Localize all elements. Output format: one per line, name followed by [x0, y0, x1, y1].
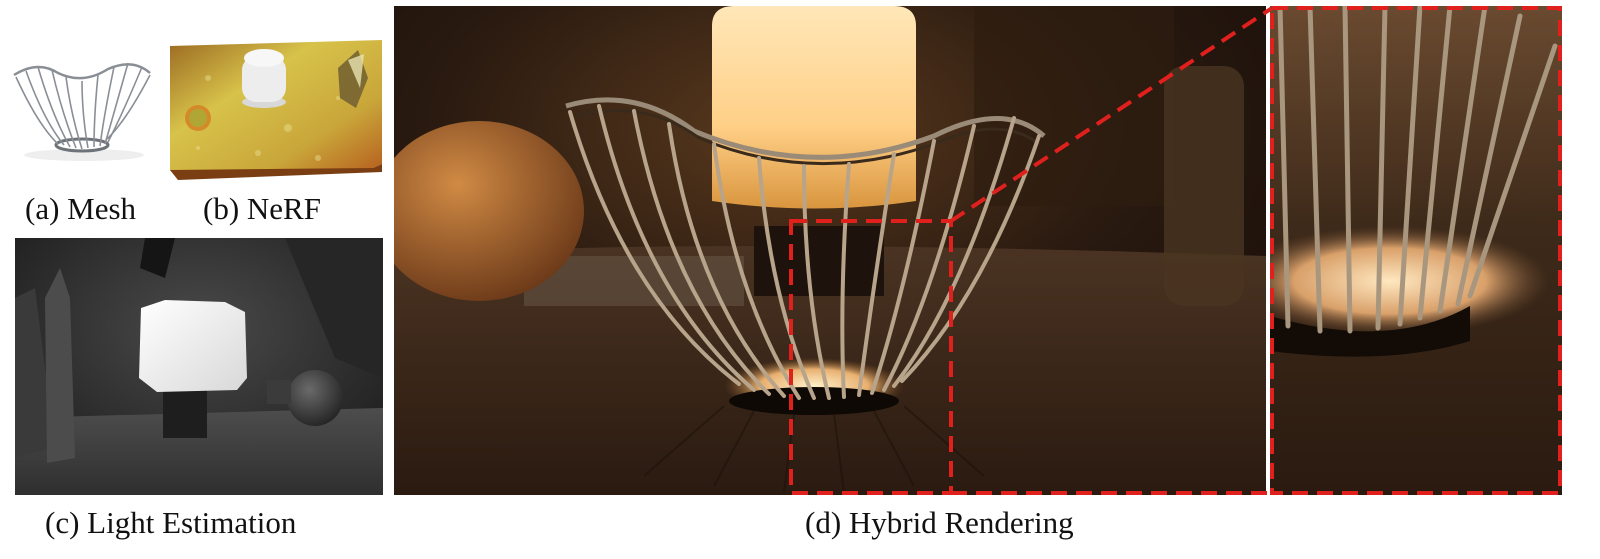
- caption-nerf: (b) NeRF: [203, 191, 321, 226]
- caption-light-estimation: (c) Light Estimation: [45, 505, 297, 540]
- panel-hybrid-rendering: [394, 6, 1266, 495]
- panel-mesh: [8, 55, 156, 165]
- light-estimation-image: [15, 238, 383, 495]
- zoom-inset-image: [1270, 6, 1562, 495]
- nerf-image: [170, 40, 382, 180]
- mesh-image: [8, 55, 156, 165]
- panel-nerf: [168, 38, 385, 180]
- caption-mesh: (a) Mesh: [25, 191, 137, 226]
- panel-light-estimation: [15, 238, 383, 495]
- caption-hybrid-rendering: (d) Hybrid Rendering: [805, 505, 1074, 540]
- highlight-box: [789, 219, 953, 495]
- hybrid-rendering-image: [394, 6, 1266, 495]
- panel-zoom-inset: [1270, 6, 1562, 495]
